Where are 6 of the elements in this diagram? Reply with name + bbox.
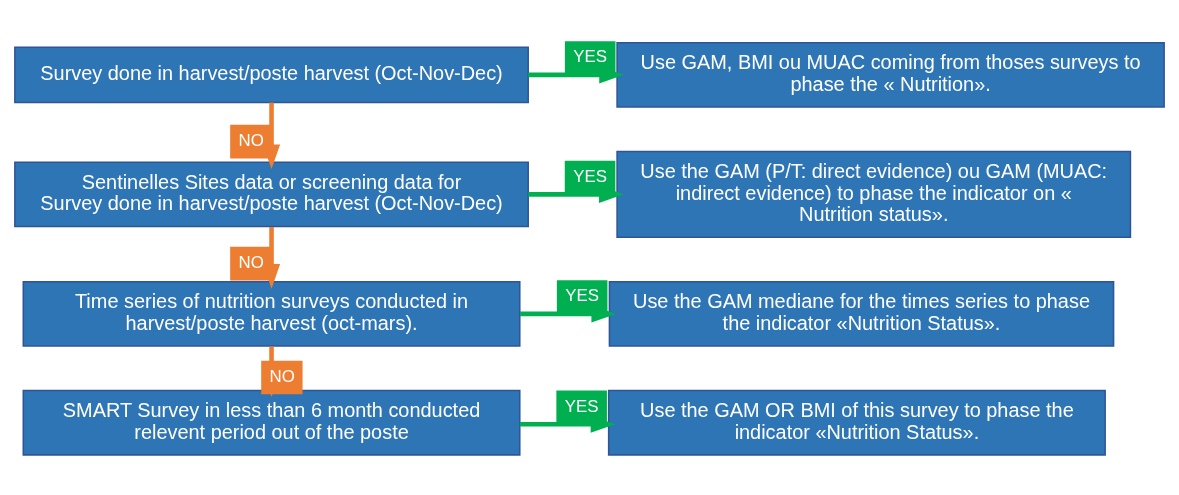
edge-label: NO	[238, 252, 264, 272]
edge-label: YES	[565, 285, 600, 305]
edge-label: NO	[238, 130, 264, 150]
edge-label: YES	[573, 46, 608, 66]
edge-label: YES	[573, 166, 607, 186]
edge-label: YES	[564, 396, 599, 416]
